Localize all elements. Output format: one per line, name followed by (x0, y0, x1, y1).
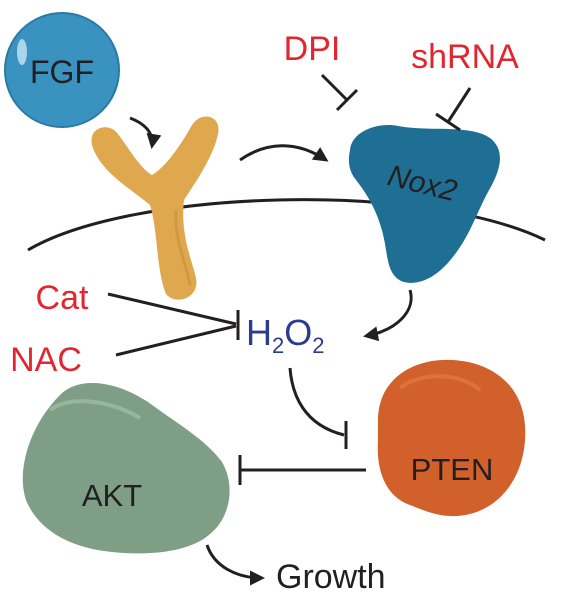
inhibit-cat-h2o2 (107, 292, 237, 326)
h2o2-sub-2b: 2 (312, 333, 324, 358)
inhibit-pten-akt (238, 455, 366, 485)
akt-protein: AKT (22, 383, 230, 554)
shrna-label: shRNA (411, 38, 519, 76)
cell-membrane (27, 198, 546, 252)
fgf-ligand: FGF (4, 12, 120, 128)
pten-enzyme: PTEN (377, 359, 526, 517)
fgf-label: FGF (30, 54, 94, 90)
arrow-fgf-to-receptor (129, 116, 162, 149)
nox2-enzyme: Nox2 (348, 125, 500, 283)
dpi-label: DPI (284, 30, 341, 68)
inhibit-shrna-nox2 (435, 87, 472, 132)
fgf-receptor (91, 116, 219, 300)
inhibit-dpi-nox2 (320, 73, 359, 112)
growth-label: Growth (276, 558, 386, 596)
akt-label: AKT (82, 478, 142, 513)
h2o2-sub-2a: 2 (272, 333, 284, 358)
arrow-receptor-to-nox2 (239, 144, 329, 162)
h2o2-label: H2O2 (246, 312, 325, 358)
arrow-nox2-to-h2o2 (363, 289, 413, 342)
inhibit-h2o2-pten (288, 367, 348, 449)
cat-label: Cat (36, 279, 89, 317)
arrow-akt-to-growth (205, 544, 265, 586)
h2o2-base-o: O (284, 312, 312, 353)
h2o2-base-h: H (246, 312, 272, 353)
inhibit-nac-h2o2 (115, 310, 240, 357)
nac-label: NAC (10, 341, 82, 379)
pten-label: PTEN (411, 452, 494, 487)
